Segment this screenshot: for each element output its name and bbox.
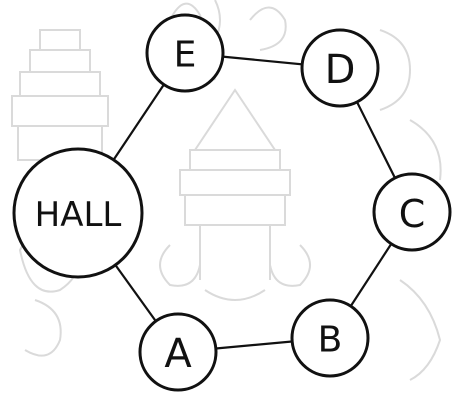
node-e-label: E <box>174 35 197 76</box>
node-b: B <box>292 300 368 376</box>
node-hall: HALL <box>14 149 142 277</box>
node-a-label: A <box>164 331 192 377</box>
node-e: E <box>147 15 223 91</box>
node-b-label: B <box>318 320 343 361</box>
node-hall-label: HALL <box>35 195 122 235</box>
node-d-label: D <box>325 47 356 93</box>
node-d: D <box>302 30 378 106</box>
node-a: A <box>140 314 216 390</box>
node-c-label: C <box>399 192 426 236</box>
node-c: C <box>374 174 450 250</box>
